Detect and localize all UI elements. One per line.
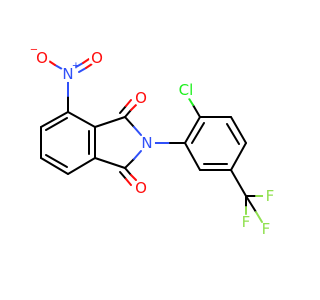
bond-nitro-n-ominus-n (54, 64, 63, 70)
bond-cf3-f3-c (245, 195, 257, 213)
bond-c1-o-1-c (124, 167, 132, 176)
bond-a3-a4-inner (226, 123, 240, 145)
bond-c1-n-c (124, 158, 135, 169)
bond-c3a-c3 (94, 116, 126, 128)
bond-c1-o-1-o (130, 174, 137, 181)
bond-nitro-n-o-n-2 (78, 67, 87, 73)
bond-c3-o-2-c (119, 105, 127, 114)
carbon-bonds (40, 111, 247, 197)
chlorine-label: Cl (179, 81, 194, 99)
bond-cf3-f3-f (255, 211, 263, 223)
bond-a2-cl-c (192, 104, 201, 118)
bond-nitro-n-o-o-1 (82, 58, 90, 64)
bond-a4-a5 (230, 142, 247, 171)
bond-a1-a2-inner (191, 122, 205, 144)
bond-a5-cf3 (230, 169, 247, 197)
bond-nitro-n-o-o-2 (85, 63, 93, 69)
chemical-structure-diagram: N + O − O O N O Cl F F F (29, 44, 277, 238)
bond-c3-o-1-c (124, 109, 132, 118)
nitro-oxygen-label: O (91, 49, 103, 67)
fluorine-label-1: F (266, 187, 275, 205)
nitro-oxygen-minus-label: O (36, 49, 48, 67)
bond-c7-c6 (40, 157, 69, 175)
bond-c5-c4 (40, 111, 69, 128)
imide-oxygen-bottom-label: O (135, 179, 147, 197)
bond-nitro-n-o-n-1 (75, 62, 84, 68)
bond-c7a-c1 (94, 157, 126, 169)
imide-oxygen-top-label: O (135, 89, 147, 107)
fluorine-label-2: F (242, 213, 251, 231)
atom-labels: N + O − O O N O Cl F F F (30, 45, 277, 238)
bond-c5-c4-inner (45, 117, 68, 131)
bond-a3-a4 (230, 116, 247, 144)
nitro-nitrogen-label: N (62, 65, 73, 83)
bond-c4-c3a (67, 111, 96, 128)
fluorine-label-3: F (262, 220, 271, 238)
bond-c3-o-1-o (130, 104, 137, 111)
bond-c1-n-n (133, 150, 142, 160)
bond-c7-c6-inner (45, 154, 68, 168)
heteroatom-bonds (48, 58, 264, 223)
imide-nitrogen-label: N (141, 134, 152, 152)
bond-c3-n-n (133, 126, 142, 136)
bond-c1-o-2-c (119, 171, 127, 180)
bond-a1-a2 (184, 116, 201, 144)
bond-c3-o-2-o (125, 99, 132, 107)
nitro-nitrogen-charge: + (72, 61, 80, 72)
bond-c3-n-c (124, 116, 135, 128)
bond-a6-a1 (184, 142, 201, 171)
bond-c7a-c7 (67, 157, 96, 175)
bond-nitro-n-ominus-o (48, 60, 56, 66)
bond-c1-o-2-o (125, 178, 132, 186)
nitro-oxygen-charge: − (30, 45, 38, 56)
